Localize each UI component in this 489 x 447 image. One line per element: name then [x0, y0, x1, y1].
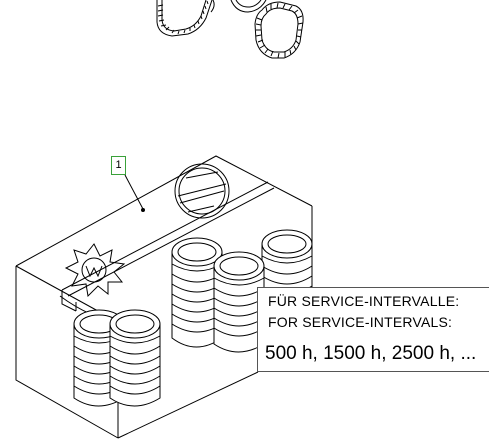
box-top-face: [15, 155, 313, 267]
crawler-tracks-illustration: [156, 0, 304, 59]
hose-coil: [213, 251, 265, 353]
box-lower-edges: [117, 371, 259, 439]
box-front-left-edge: [15, 266, 119, 439]
callout-number-1: 1: [111, 156, 126, 175]
service-label-german: FÜR SERVICE-INTERVALLE:: [268, 293, 460, 309]
starburst-logo: [64, 243, 126, 298]
callout-leader: [124, 174, 145, 212]
service-label-english: FOR SERVICE-INTERVALS:: [268, 314, 453, 330]
hose-coil: [109, 309, 161, 407]
round-brand-logo: [174, 163, 230, 219]
service-interval-hours: 500 h, 1500 h, 2500 h, ...: [265, 343, 477, 364]
service-interval-label: FÜR SERVICE-INTERVALLE: FOR SERVICE-INTE…: [257, 287, 489, 372]
